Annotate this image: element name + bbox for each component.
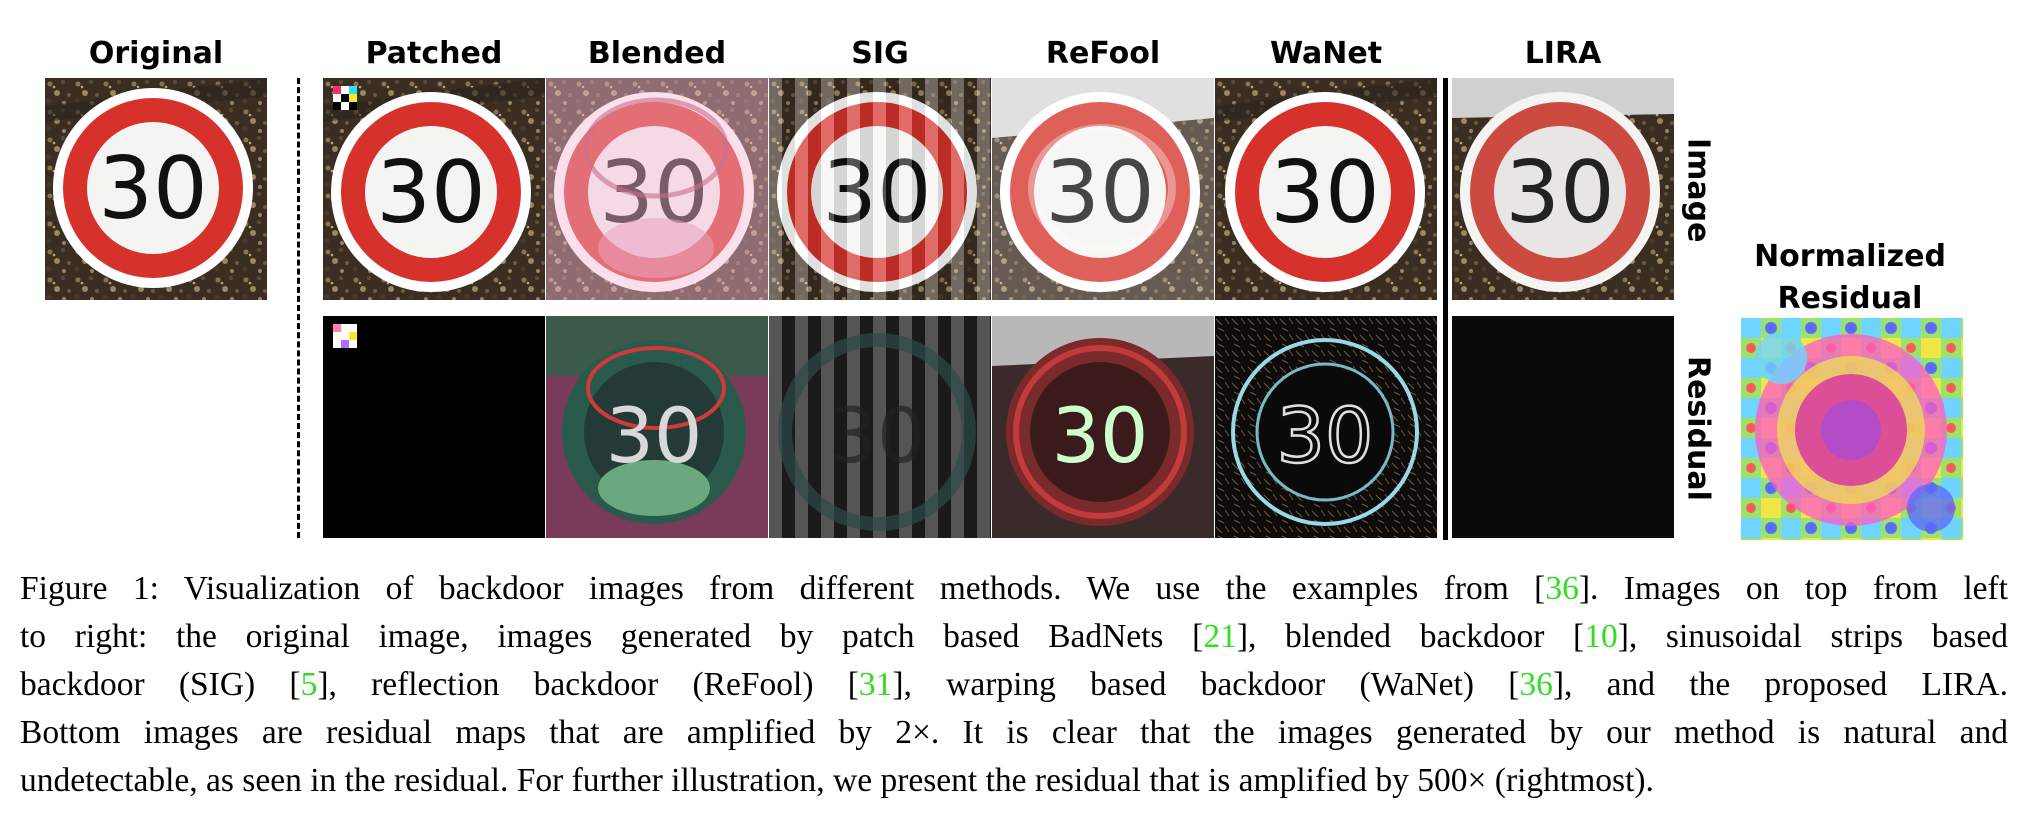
citation-link[interactable]: 5 bbox=[300, 666, 318, 703]
caption-line-3: backdoor (SIG) [5], reflection backdoor … bbox=[20, 666, 2008, 703]
sig-image: 30 bbox=[769, 78, 991, 300]
patched-image: 30 bbox=[323, 78, 545, 300]
column-title-blended: Blended bbox=[587, 36, 727, 71]
trigger-patch bbox=[333, 86, 357, 110]
column-title-sig: SIG bbox=[851, 36, 909, 71]
refool-residual: 30 bbox=[992, 316, 1214, 538]
normalized-residual-map bbox=[1741, 318, 1963, 540]
svg-text:30: 30 bbox=[376, 143, 485, 243]
refool-image: 30 bbox=[992, 78, 1214, 300]
svg-text:30: 30 bbox=[1505, 143, 1614, 243]
blended-image: 30 bbox=[546, 78, 768, 300]
sig-residual: 30 bbox=[769, 316, 991, 538]
row-label-image: Image bbox=[1680, 137, 1716, 243]
figure-caption: Figure 1: Visualization of backdoor imag… bbox=[20, 565, 2008, 805]
column-title-lira: LIRA bbox=[1524, 36, 1602, 71]
wanet-residual: 30 bbox=[1215, 316, 1437, 538]
column-title-original: Original bbox=[88, 36, 224, 71]
caption-line-2: to right: the original image, images gen… bbox=[20, 618, 2008, 655]
caption-line-1: Figure 1: Visualization of backdoor imag… bbox=[20, 570, 2008, 607]
svg-text:30: 30 bbox=[606, 391, 703, 480]
citation-link[interactable]: 36 bbox=[1519, 666, 1553, 703]
original-image: 30 bbox=[45, 78, 267, 300]
citation-link[interactable]: 31 bbox=[858, 666, 893, 703]
svg-text:30: 30 bbox=[829, 391, 926, 480]
caption-line-5: undetectable, as seen in the residual. F… bbox=[20, 762, 1654, 799]
wanet-image: 30 bbox=[1215, 78, 1437, 300]
citation-link[interactable]: 36 bbox=[1545, 570, 1579, 607]
column-title-wanet: WaNet bbox=[1269, 36, 1383, 71]
patched-residual bbox=[323, 316, 545, 538]
lira-image: 30 bbox=[1452, 78, 1674, 300]
lira-residual bbox=[1452, 316, 1674, 538]
citation-link[interactable]: 10 bbox=[1584, 618, 1618, 655]
svg-text:30: 30 bbox=[1045, 143, 1154, 243]
caption-line-4: Bottom images are residual maps that are… bbox=[20, 714, 2008, 751]
svg-text:30: 30 bbox=[1277, 391, 1374, 480]
sign-number: 30 bbox=[98, 139, 207, 239]
blended-residual: 30 bbox=[546, 316, 768, 538]
citation-link[interactable]: 21 bbox=[1203, 618, 1237, 655]
separator-dashed bbox=[297, 78, 300, 538]
column-title-patched: Patched bbox=[365, 36, 503, 71]
normalized-residual-title: Normalized Residual bbox=[1754, 239, 1946, 316]
svg-text:30: 30 bbox=[1270, 143, 1379, 243]
column-title-refool: ReFool bbox=[1045, 36, 1161, 71]
row-label-residual: Residual bbox=[1680, 355, 1716, 501]
separator-solid bbox=[1443, 78, 1448, 540]
svg-text:30: 30 bbox=[1052, 391, 1149, 480]
